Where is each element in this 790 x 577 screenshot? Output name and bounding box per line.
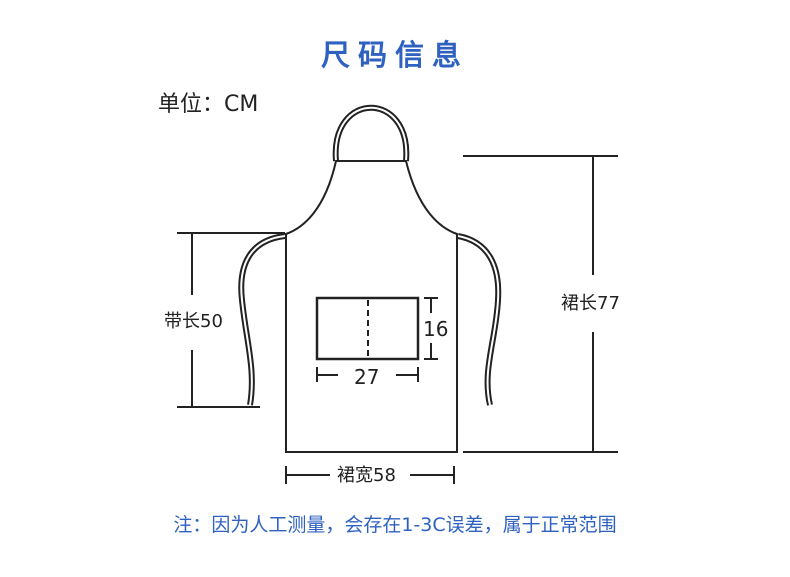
- apron-width-label: 裙宽58: [337, 465, 396, 487]
- pocket-width-label: 27: [354, 365, 380, 389]
- apron-length-label: 裙长77: [561, 293, 620, 315]
- neck-strap: [332, 104, 410, 162]
- page-title: 尺码信息: [320, 38, 469, 72]
- left-waist-tie: [238, 233, 286, 406]
- unit-label: 单位：CM: [158, 92, 259, 117]
- measurement-note: 注：因为人工测量，会存在1-3C误差，属于正常范围: [173, 514, 617, 536]
- apron-body: [285, 160, 458, 453]
- pocket: [315, 296, 420, 361]
- strap-length-label: 带长50: [164, 311, 223, 333]
- pocket-height-label: 16: [423, 317, 449, 341]
